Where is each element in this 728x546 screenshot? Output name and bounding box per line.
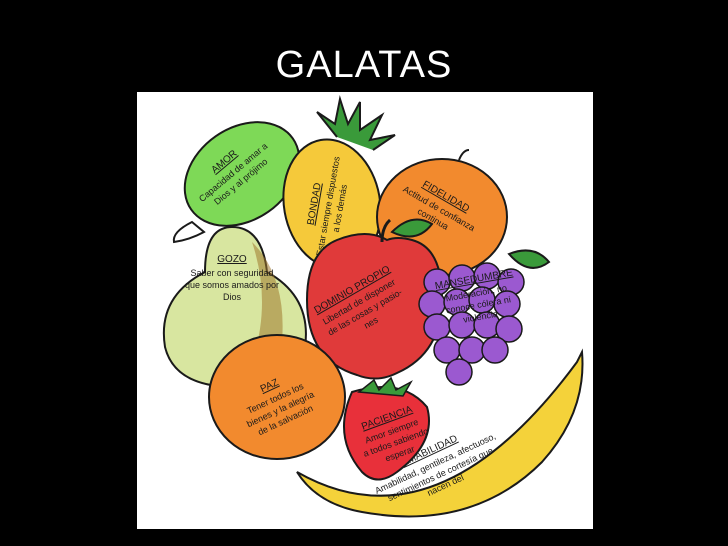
lime-amor: AMOR Capacidad de amar a Dios y al próji… — [172, 121, 301, 244]
orange-paz: PAZ Tener todos los bienes y la alegría … — [208, 334, 346, 460]
fruits-of-the-spirit-illustration: AMOR Capacidad de amar a Dios y al próji… — [137, 92, 593, 529]
apple-dominio-propio: DOMINIO PROPIO Libertad de disponer de l… — [305, 218, 444, 380]
gozo-line-3: Dios — [223, 292, 242, 302]
slide-title: GALATAS — [275, 44, 453, 86]
gozo-line-2: que somos amados por — [185, 280, 279, 290]
strawberry-paciencia: PACIENCIA Amor siempre a todos sabiendo … — [343, 376, 430, 481]
grapes-mansedumbre: MANSEDUMBRE Moderación, no conoce cólera… — [418, 249, 551, 386]
gozo-line-1: Saber con seguridad — [190, 268, 273, 278]
gozo-title: GOZO — [217, 254, 247, 265]
